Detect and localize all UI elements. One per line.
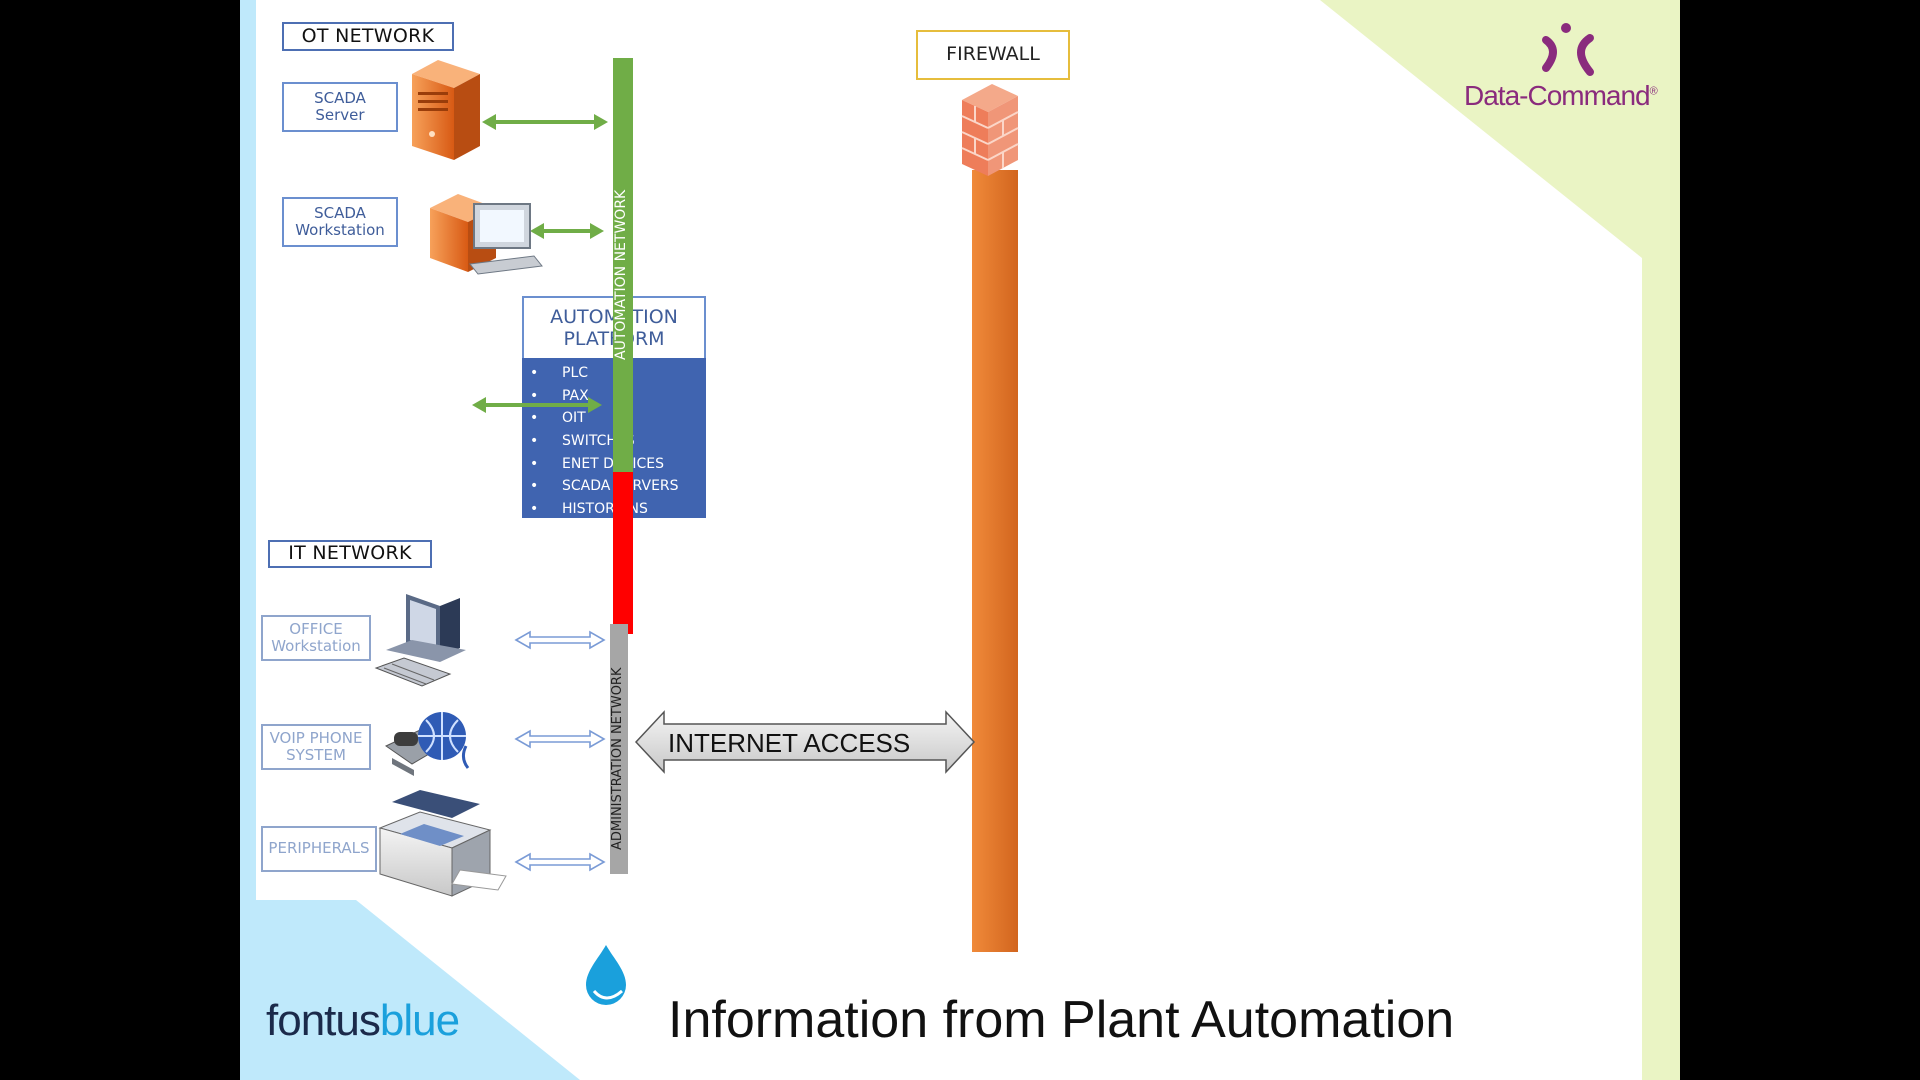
platform-item: OIT [522,407,706,430]
office-workstation-icon [374,594,466,687]
scada-workstation-line1: SCADA [314,203,366,222]
office-workstation-line1: OFFICE [289,619,343,638]
internet-access-label: INTERNET ACCESS [668,728,911,758]
water-drop-icon [586,945,626,1005]
arrow-automation-platform [472,397,602,413]
fontusblue-part1: fontus [266,996,381,1045]
diagram-graphics [374,23,1594,1005]
isolation-segment [613,472,633,634]
corner-green-shape [1320,0,1680,1080]
arrow-peripherals [514,852,606,872]
scada-workstation-line2: Workstation [295,221,385,239]
internet-access-arrow [634,710,976,774]
automation-network-bus [613,58,633,472]
firewall-column [972,170,1018,952]
fontusblue-wordmark: fontusblue [266,996,460,1046]
data-command-mark: ® [1649,85,1658,98]
scada-workstation-label: SCADA Workstation [282,197,398,247]
voip-label: VOIP PHONE SYSTEM [261,724,371,770]
firewall-label: FIREWALL [916,30,1070,80]
firewall-label-text: FIREWALL [946,43,1040,66]
fontusblue-part2: blue [379,996,460,1045]
slide: OT NETWORK IT NETWORK SCADA Server SCADA… [240,0,1680,1080]
scada-workstation-icon [430,194,543,275]
peripherals-scanner-icon [378,790,507,897]
arrow-office-workstation [514,630,606,650]
platform-item: PLC [522,362,706,385]
scada-server-line1: SCADA [314,88,366,107]
slide-title: Information from Plant Automation [668,991,1455,1049]
slide-background [240,0,1680,1080]
scada-server-icon [412,60,480,160]
data-command-name: Data-Command [1464,80,1651,111]
data-command-wordmark: Data-Command® [1464,80,1658,112]
administration-network-bus [610,624,628,874]
it-network-header: IT NETWORK [268,540,432,568]
voip-line2: SYSTEM [286,746,346,764]
arrow-voip [514,729,606,749]
platform-item: PAX [522,385,706,408]
scada-server-line2: Server [315,106,365,124]
voip-phone-icon [385,712,470,776]
ot-network-header: OT NETWORK [282,22,454,51]
it-network-header-text: IT NETWORK [288,542,412,565]
voip-line1: VOIP PHONE [269,728,363,747]
peripherals-text: PERIPHERALS [268,839,370,858]
office-workstation-label: OFFICE Workstation [261,615,371,661]
office-workstation-line2: Workstation [271,637,361,655]
scada-server-label: SCADA Server [282,82,398,132]
data-command-logo-icon [1542,23,1594,76]
peripherals-label: PERIPHERALS [261,826,377,872]
corner-blue-shape [240,0,580,1080]
firewall-brick-icon [961,84,1019,176]
arrow-scada-server [482,114,608,130]
ot-network-header-text: OT NETWORK [301,24,435,47]
arrow-scada-workstation [530,223,604,239]
